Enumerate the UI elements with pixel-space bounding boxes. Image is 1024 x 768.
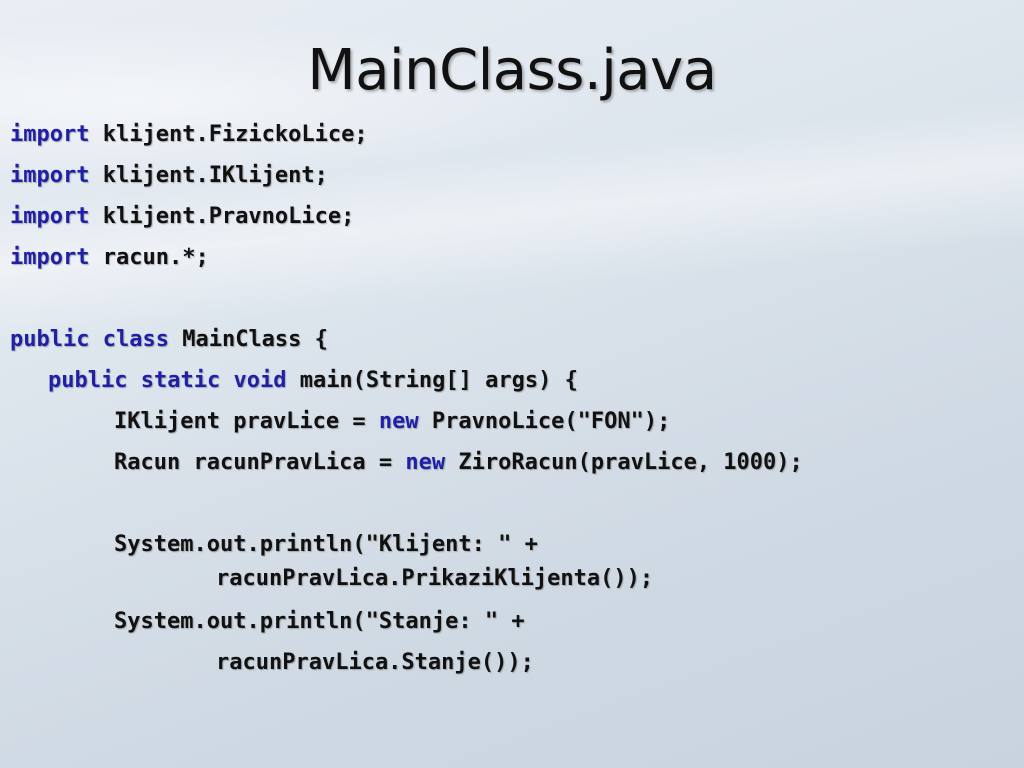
keyword-new: new: [378, 409, 419, 434]
code-text: ZiroRacun(pravLice, 1000);: [445, 450, 803, 475]
keyword-import: import: [10, 163, 90, 188]
code-text: klijent.FizickoLice;: [89, 122, 368, 147]
code-line-racun-decl: Racun racunPravLica = new ZiroRacun(prav…: [114, 450, 803, 476]
code-line-import-4: import racun.*;: [10, 245, 209, 271]
code-line-import-2: import klijent.IKlijent;: [10, 163, 328, 189]
code-line-println-klijent: System.out.println("Klijent: " +: [114, 532, 538, 557]
code-line-prikazi-klijenta: racunPravLica.PrikaziKlijenta());: [216, 566, 654, 591]
code-line-println-stanje: System.out.println("Stanje: " +: [114, 609, 525, 634]
keyword-public: public: [10, 327, 90, 352]
keyword-static: static: [140, 368, 221, 393]
code-line-import-1: import klijent.FizickoLice;: [10, 122, 368, 148]
keyword-void: void: [233, 368, 287, 393]
code-text: klijent.PravnoLice;: [89, 204, 355, 229]
background-highlight: [0, 20, 620, 180]
code-line-klijent-decl: IKlijent pravLice = new PravnoLice("FON"…: [114, 409, 670, 435]
keyword-public: public: [48, 368, 128, 393]
code-text: klijent.IKlijent;: [89, 163, 328, 188]
code-text: Racun racunPravLica =: [114, 450, 406, 475]
slide-title: MainClass.java: [307, 38, 717, 103]
keyword-import: import: [10, 245, 90, 270]
keyword-import: import: [10, 122, 90, 147]
code-line-main-method: public static void main(String[] args) {: [48, 368, 578, 394]
code-text: MainClass {: [168, 327, 328, 352]
keyword-class: class: [102, 327, 169, 352]
keyword-new: new: [405, 450, 446, 475]
code-line-stanje: racunPravLica.Stanje());: [216, 650, 534, 675]
code-text: main(String[] args) {: [286, 368, 578, 393]
code-text: racun.*;: [89, 245, 209, 270]
code-text: PravnoLice("FON");: [418, 409, 671, 434]
code-text: IKlijent pravLice =: [114, 409, 379, 434]
code-line-class-declaration: public class MainClass {: [10, 327, 328, 353]
code-line-import-3: import klijent.PravnoLice;: [10, 204, 354, 230]
keyword-import: import: [10, 204, 90, 229]
